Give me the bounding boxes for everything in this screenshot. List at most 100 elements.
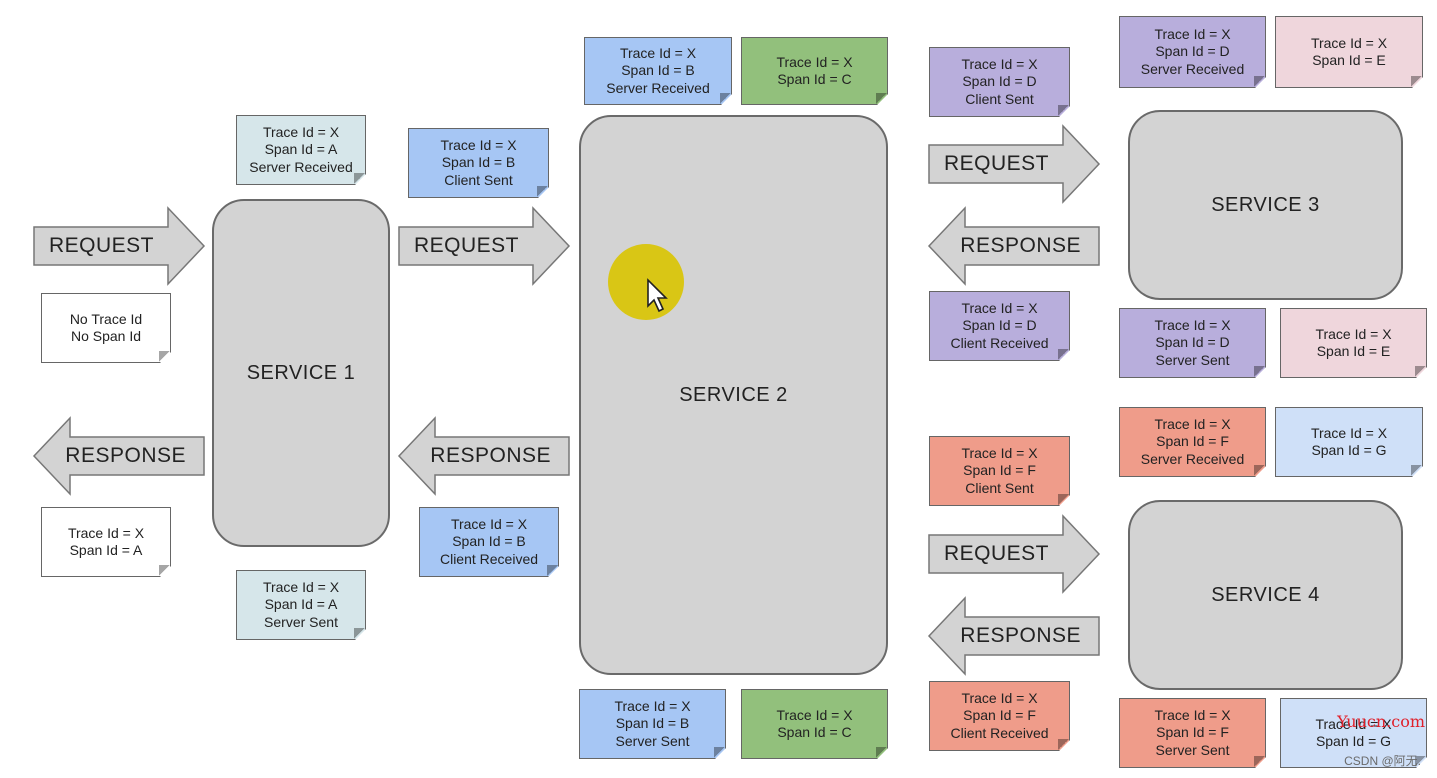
note-line: Span Id = A [264,141,338,158]
service-box-s4: SERVICE 4 [1128,500,1403,690]
arrow-label: RESPONSE [960,624,1081,647]
arrow-label: RESPONSE [65,444,186,467]
note-line: Trace Id = X [776,706,853,723]
note-line: Client Received [439,550,539,567]
note-line: Server Sent [615,732,690,749]
note-line: Span Id = D [962,317,1037,334]
arrow-shape [397,416,570,496]
note-line: Trace Id = X [1310,424,1388,441]
note-line: Server Received [1140,60,1245,77]
arrow-label: REQUEST [944,542,1050,565]
note-line: Trace Id = X [1154,316,1231,333]
note-line: No Trace Id [69,310,143,327]
note-line: Trace Id = X [67,524,145,541]
note-line: Trace Id = X [262,123,340,140]
service-label: SERVICE 3 [1211,193,1320,216]
note-line: Trace Id = X [961,689,1038,706]
note-line: Span Id = D [962,73,1037,90]
note-line: Span Id = E [1316,343,1391,359]
note-line: Trace Id = X [961,299,1038,316]
request-arrow-req-1-2: REQUEST [398,206,571,286]
request-arrow-req-2-4: REQUEST [928,514,1101,594]
note-line: Span Id = G [1315,733,1392,749]
note-line: Client Sent [965,479,1034,496]
note-line: Client Sent [444,171,513,188]
arrow-label: RESPONSE [430,444,551,467]
note-line: Span Id = F [1156,433,1229,450]
note-line: Trace Id = X [1154,25,1231,42]
note-line: Span Id = A [69,542,143,558]
note-line: Span Id = F [963,462,1036,479]
note-line: Trace Id = X [619,44,697,61]
note-line: Span Id = G [1311,442,1387,458]
note-line: Span Id = F [1156,724,1229,741]
note-line: Server Received [1140,450,1245,467]
arrow-label: REQUEST [944,152,1050,175]
note-line: Trace Id = X [440,136,517,153]
response-arrow-resp-3-2: RESPONSE [927,206,1100,286]
watermark-site: Yuucn.com [1337,712,1425,731]
note-line: Span Id = B [441,154,516,171]
note-line: Trace Id = X [1310,34,1388,51]
note-line: Span Id = B [615,715,690,732]
note-line: Span Id = B [452,533,526,550]
note-line: Trace Id = X [1315,715,1392,732]
service-label: SERVICE 2 [679,383,788,406]
note-line: Server Sent [264,613,338,630]
service-box-s3: SERVICE 3 [1128,110,1403,300]
note-line: Trace Id = X [614,697,691,714]
watermark-credit: CSDN @阿无. [1344,754,1421,768]
response-arrow-resp-2-1: RESPONSE [397,416,570,496]
note-line: Trace Id = X [1154,706,1231,723]
arrow-shape [927,206,1100,286]
note-line: Client Received [950,724,1049,741]
arrow-shape [928,514,1101,594]
arrow-shape [398,206,571,286]
note-line: Trace Id = X [961,444,1038,461]
service-box-s1: SERVICE 1 [212,199,390,547]
note-line: Span Id = C [777,71,852,87]
note-line: Span Id = D [1155,334,1230,351]
mouse-cursor-icon [608,244,684,320]
arrow-shape [928,124,1101,204]
note-line: Span Id = F [963,707,1036,724]
note-line: Trace Id = X [1315,325,1392,342]
note-line: Server Sent [1155,741,1230,758]
service-label: SERVICE 1 [246,361,356,384]
note-line: Trace Id = X [776,53,853,70]
request-arrow-req-in: REQUEST [33,206,206,286]
note-line: Server Received [249,158,353,175]
note-line: Span Id = E [1312,52,1386,68]
arrow-label: REQUEST [414,234,520,257]
service-box-s2: SERVICE 2 [579,115,888,675]
note-line: Span Id = A [264,596,338,613]
arrow-label: RESPONSE [960,234,1081,257]
note-line: No Span Id [70,328,142,344]
note-line: Trace Id = X [450,515,528,532]
service-label: SERVICE 4 [1211,583,1320,606]
note-line: Span Id = B [621,62,695,79]
note-line: Client Sent [965,90,1034,107]
note-line: Trace Id = X [961,55,1038,72]
arrow-shape [33,206,206,286]
note-line: Server Received [606,79,710,96]
